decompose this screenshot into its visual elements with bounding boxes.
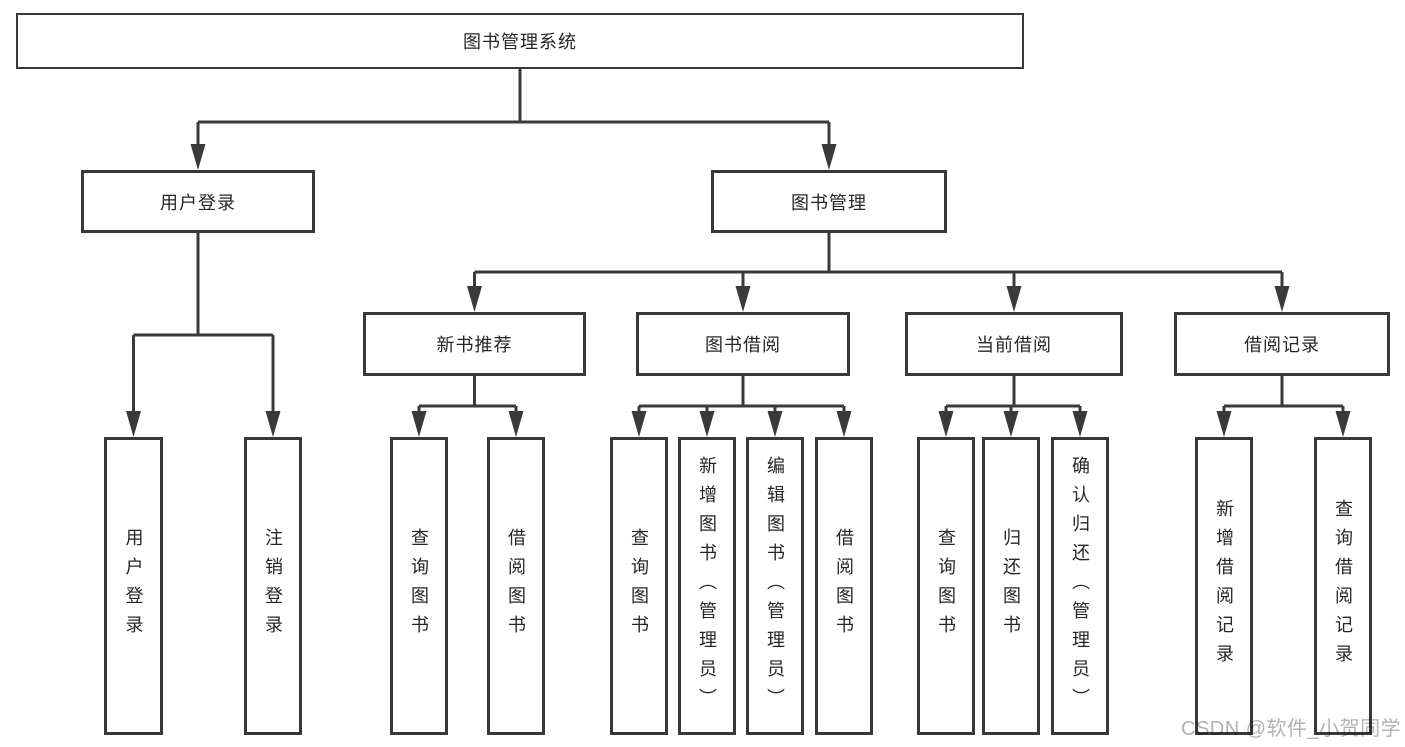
- leaf-add-borrow-record-label: 新增借阅记录: [1214, 499, 1234, 673]
- arrowhead: [1003, 411, 1019, 437]
- leaf-newrec-query-book: 查询图书: [390, 437, 448, 735]
- arrowhead: [508, 411, 524, 437]
- node-current-borrow: 当前借阅: [905, 312, 1123, 376]
- arrowhead: [411, 411, 427, 437]
- node-borrow-record: 借阅记录: [1174, 312, 1390, 376]
- node-current-borrow-label: 当前借阅: [976, 335, 1052, 355]
- leaf-return-book: 归还图书: [982, 437, 1040, 735]
- connector-book-mgmt: [473, 233, 1284, 290]
- node-book-mgmt-label: 图书管理: [791, 192, 867, 213]
- leaf-user-login: 用户登录: [104, 437, 163, 735]
- leaf-add-borrow-record: 新增借阅记录: [1195, 437, 1253, 735]
- node-new-book-rec-label: 新书推荐: [436, 335, 513, 355]
- node-book-borrow-label: 图书借阅: [705, 335, 781, 355]
- leaf-confirm-return-admin-label: 确认归还（管理员）: [1070, 455, 1090, 717]
- arrowhead: [1274, 286, 1290, 312]
- connector-user-login: [132, 233, 275, 413]
- arrowhead: [265, 411, 281, 437]
- leaf-edit-book-admin: 编辑图书（管理员）: [746, 437, 804, 735]
- arrowhead: [1072, 411, 1088, 437]
- leaf-add-book-admin: 新增图书（管理员）: [678, 437, 736, 735]
- arrowhead: [836, 411, 852, 437]
- connector-book-borrow: [637, 376, 846, 413]
- arrowhead: [126, 411, 141, 437]
- connector-new-book: [417, 376, 518, 413]
- connector-root: [196, 69, 831, 150]
- arrowhead: [631, 411, 647, 437]
- csdn-watermark: CSDN @软件_小贺同学: [1181, 718, 1402, 740]
- leaf-newrec-borrow-book-label: 借阅图书: [506, 528, 526, 644]
- arrowhead: [938, 411, 954, 437]
- connector-borrow-record: [1222, 376, 1345, 413]
- node-user-login-label: 用户登录: [160, 192, 236, 213]
- arrowhead: [735, 286, 751, 312]
- leaf-edit-book-admin-label: 编辑图书（管理员）: [765, 455, 785, 717]
- leaf-borrow-book-label: 借阅图书: [834, 528, 854, 644]
- node-book-borrow: 图书借阅: [636, 312, 850, 376]
- leaf-current-query-book: 查询图书: [917, 437, 975, 735]
- arrowhead: [467, 286, 482, 312]
- node-root-label: 图书管理系统: [463, 32, 577, 52]
- leaf-query-borrow-record-label: 查询借阅记录: [1333, 499, 1353, 673]
- arrowhead: [190, 144, 206, 170]
- leaf-return-book-label: 归还图书: [1001, 528, 1021, 644]
- arrowhead: [1216, 411, 1232, 437]
- leaf-query-borrow-record: 查询借阅记录: [1314, 437, 1372, 735]
- leaf-user-login-label: 用户登录: [123, 528, 144, 644]
- arrowhead: [1335, 411, 1351, 437]
- node-root: 图书管理系统: [16, 13, 1024, 69]
- leaf-logout: 注销登录: [244, 437, 302, 735]
- node-user-login: 用户登录: [81, 170, 315, 233]
- leaf-newrec-borrow-book: 借阅图书: [487, 437, 545, 735]
- leaf-confirm-return-admin: 确认归还（管理员）: [1051, 437, 1109, 735]
- arrowhead: [699, 411, 715, 437]
- node-borrow-record-label: 借阅记录: [1244, 335, 1320, 355]
- arrowhead: [767, 411, 783, 437]
- node-book-mgmt: 图书管理: [711, 170, 947, 233]
- node-new-book-rec: 新书推荐: [363, 312, 586, 376]
- leaf-current-query-book-label: 查询图书: [936, 528, 956, 644]
- connector-current-borrow: [944, 376, 1082, 413]
- arrowhead: [1006, 286, 1022, 312]
- leaf-borrow-query-book-label: 查询图书: [629, 528, 649, 644]
- leaf-logout-label: 注销登录: [263, 528, 283, 644]
- leaf-newrec-query-book-label: 查询图书: [409, 528, 429, 644]
- leaf-borrow-book: 借阅图书: [815, 437, 873, 735]
- leaf-add-book-admin-label: 新增图书（管理员）: [697, 455, 717, 717]
- leaf-borrow-query-book: 查询图书: [610, 437, 668, 735]
- arrowhead: [821, 144, 837, 170]
